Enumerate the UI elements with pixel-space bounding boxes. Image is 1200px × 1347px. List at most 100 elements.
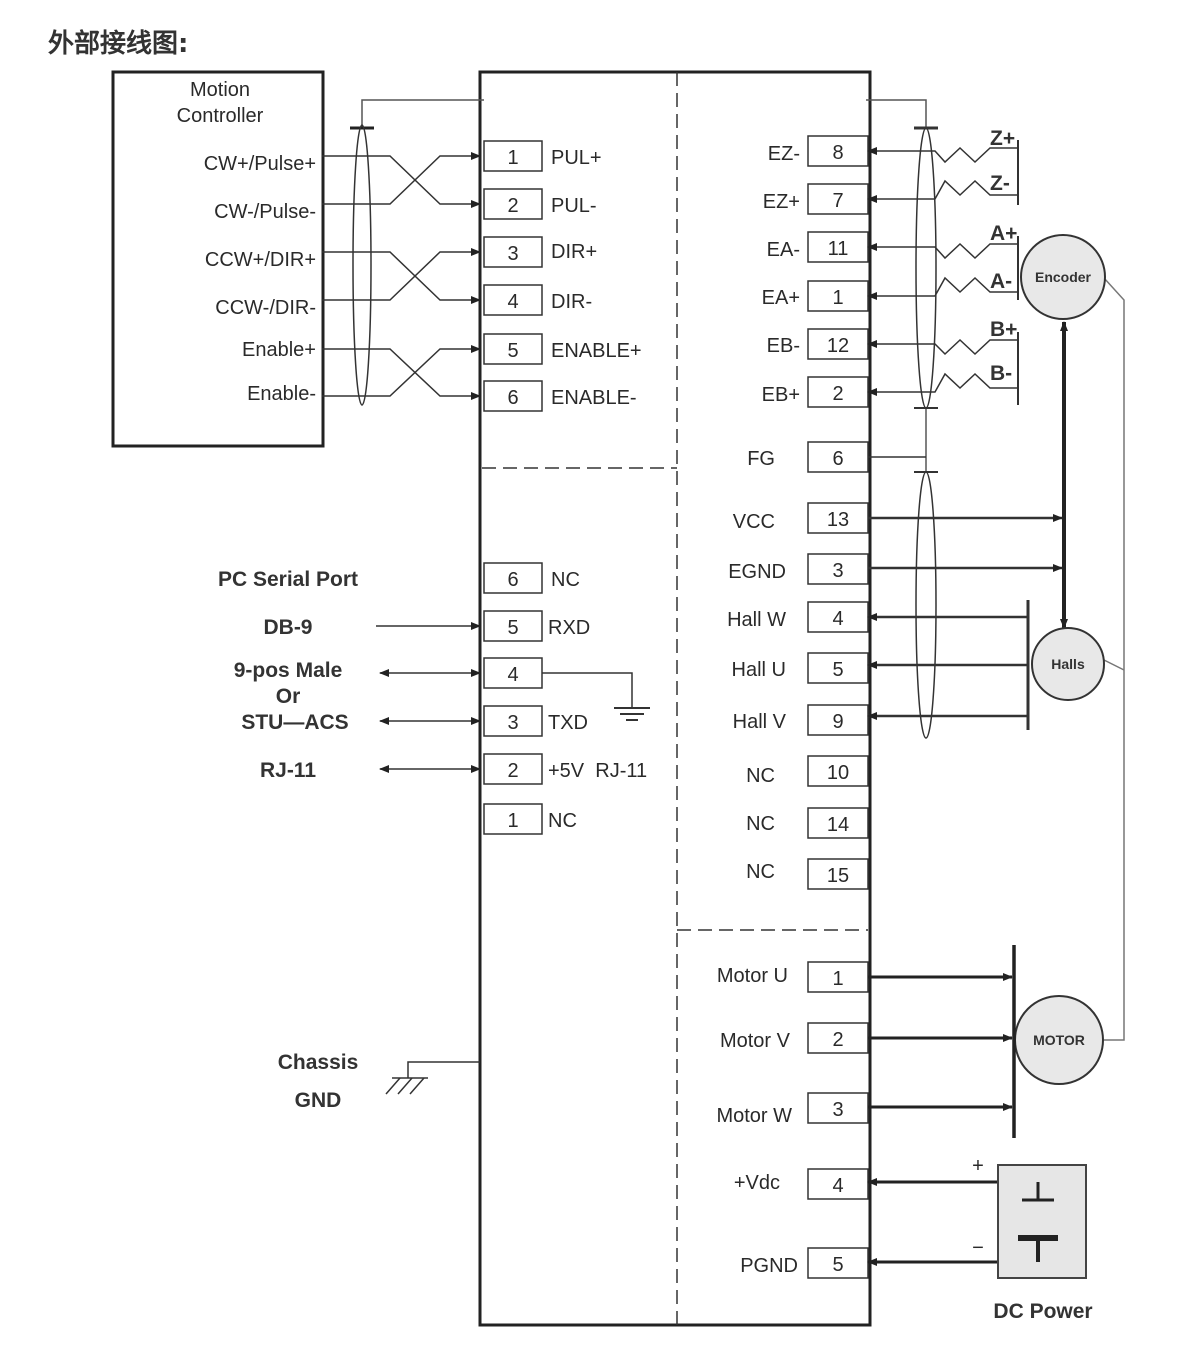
controller-signal: CCW-/DIR-	[215, 297, 316, 319]
dc-power-box	[997, 1164, 1087, 1279]
pin-box	[807, 328, 869, 360]
controller-signals: CW+/Pulse+ CW-/Pulse- CCW+/DIR+ CCW-/DIR…	[204, 153, 316, 405]
pin-name: RXD	[548, 617, 590, 639]
wire-label: Z-	[990, 172, 1010, 195]
pin-box	[807, 1247, 869, 1279]
pin-name: NC	[548, 810, 577, 832]
pin-number: 1	[832, 968, 843, 990]
pin-box	[483, 284, 543, 316]
pin-name: PUL+	[551, 147, 602, 169]
encoder-motor-link	[1103, 277, 1125, 1041]
motion-controller-box	[111, 70, 325, 448]
pin-name: ENABLE-	[551, 387, 637, 409]
pin-number: 4	[832, 1175, 843, 1197]
wire-eb-minus	[867, 338, 1018, 356]
pin-number: 2	[507, 195, 518, 217]
pin-number: 2	[832, 1029, 843, 1051]
pin-number: 1	[507, 810, 518, 832]
encoder-wire-labels: Z+ Z- A+ A- B+ B-	[990, 127, 1017, 385]
pin-number: 10	[827, 762, 849, 784]
pin-name: NC	[746, 861, 775, 883]
pin-number: 12	[827, 335, 849, 357]
pin-name: DIR+	[551, 241, 597, 263]
encoder-label: Encoder	[1035, 269, 1092, 285]
pin-box	[483, 562, 543, 594]
wire-enable-minus	[322, 348, 481, 400]
pin-name: EZ+	[763, 191, 800, 213]
dc-minus-sign: −	[972, 1237, 984, 1259]
pin-number: 4	[832, 608, 843, 630]
dc-power-label: DC Power	[993, 1300, 1092, 1323]
pin-name: VCC	[733, 511, 775, 533]
pin-name: NC	[746, 765, 775, 787]
controller-label-line2: Controller	[177, 105, 264, 127]
pin-box	[483, 705, 543, 737]
pin-name: TXD	[548, 712, 588, 734]
pin-name: DIR-	[551, 291, 592, 313]
diagram-title: 外部接线图:	[48, 29, 188, 59]
wire-label: B-	[990, 362, 1012, 385]
controller-shield-ellipse	[352, 124, 372, 406]
encoder-shield-drain	[866, 99, 927, 128]
pin-box	[807, 231, 869, 263]
pin-box	[807, 807, 869, 839]
pin-box	[807, 1168, 869, 1200]
pin-box	[807, 1092, 869, 1124]
controller-label-line1: Motion	[190, 79, 250, 101]
ground-hatch	[385, 1077, 401, 1095]
halls-device	[1031, 627, 1105, 701]
control-pins: 1 PUL+ 2 PUL- 3 DIR+ 4 DIR- 5 ENABLE+ 6 …	[483, 140, 642, 412]
wire-ez-plus	[867, 179, 1018, 203]
controller-shield-drain	[361, 99, 484, 128]
wire-enable-plus	[322, 345, 481, 397]
pin-name: +5V RJ-11	[548, 760, 647, 782]
pin-name: EGND	[728, 561, 786, 583]
pin-name: FG	[747, 448, 775, 470]
pin-box	[483, 610, 543, 642]
pin-number: 5	[507, 340, 518, 362]
pin-box	[483, 380, 543, 412]
pin-box	[483, 753, 543, 785]
pin-number: 11	[828, 238, 849, 260]
pc-label: Or	[276, 685, 301, 708]
pc-label: PC Serial Port	[218, 568, 358, 591]
chassis-ground-symbol	[385, 1061, 480, 1095]
wire-label: B+	[990, 318, 1017, 341]
pin-name: NC	[746, 813, 775, 835]
controller-signal: Enable+	[242, 339, 316, 361]
chassis-gnd-line2: GND	[295, 1089, 342, 1112]
pin-name: NC	[551, 569, 580, 591]
pin-name: Hall V	[733, 711, 787, 733]
pin-name: Motor V	[720, 1030, 791, 1052]
pc-label: STU—ACS	[241, 711, 348, 734]
pin-box	[807, 858, 869, 890]
pin-number: 4	[507, 664, 518, 686]
pin-number: 5	[832, 659, 843, 681]
ground-hatch	[409, 1077, 425, 1095]
pin-name: EA-	[767, 239, 800, 261]
pin-number: 6	[507, 569, 518, 591]
pin-name: Hall W	[727, 609, 786, 631]
pin-name: EB+	[762, 384, 800, 406]
wire-ez-minus	[867, 146, 1018, 164]
controller-signal: Enable-	[247, 383, 316, 405]
serial-ground-wire	[542, 672, 633, 708]
pin-name: Motor W	[716, 1105, 792, 1127]
pin-number: 3	[832, 1099, 843, 1121]
ground-hatch	[397, 1077, 413, 1095]
pin-name: Hall U	[732, 659, 786, 681]
pin-name: PGND	[740, 1255, 798, 1277]
pin-box	[483, 140, 543, 172]
pc-serial-labels: PC Serial Port DB-9 9-pos Male Or STU—AC…	[218, 568, 358, 782]
wire-label: Z+	[990, 127, 1015, 150]
dc-plus-sign: +	[972, 1155, 984, 1177]
wire-label: A-	[990, 270, 1012, 293]
wire-ea-plus	[867, 276, 1018, 300]
driver-box	[478, 70, 872, 1327]
pin-number: 9	[832, 711, 843, 733]
chassis-gnd-line1: Chassis	[278, 1051, 359, 1074]
controller-wires	[322, 152, 481, 400]
pin-number: 3	[832, 560, 843, 582]
